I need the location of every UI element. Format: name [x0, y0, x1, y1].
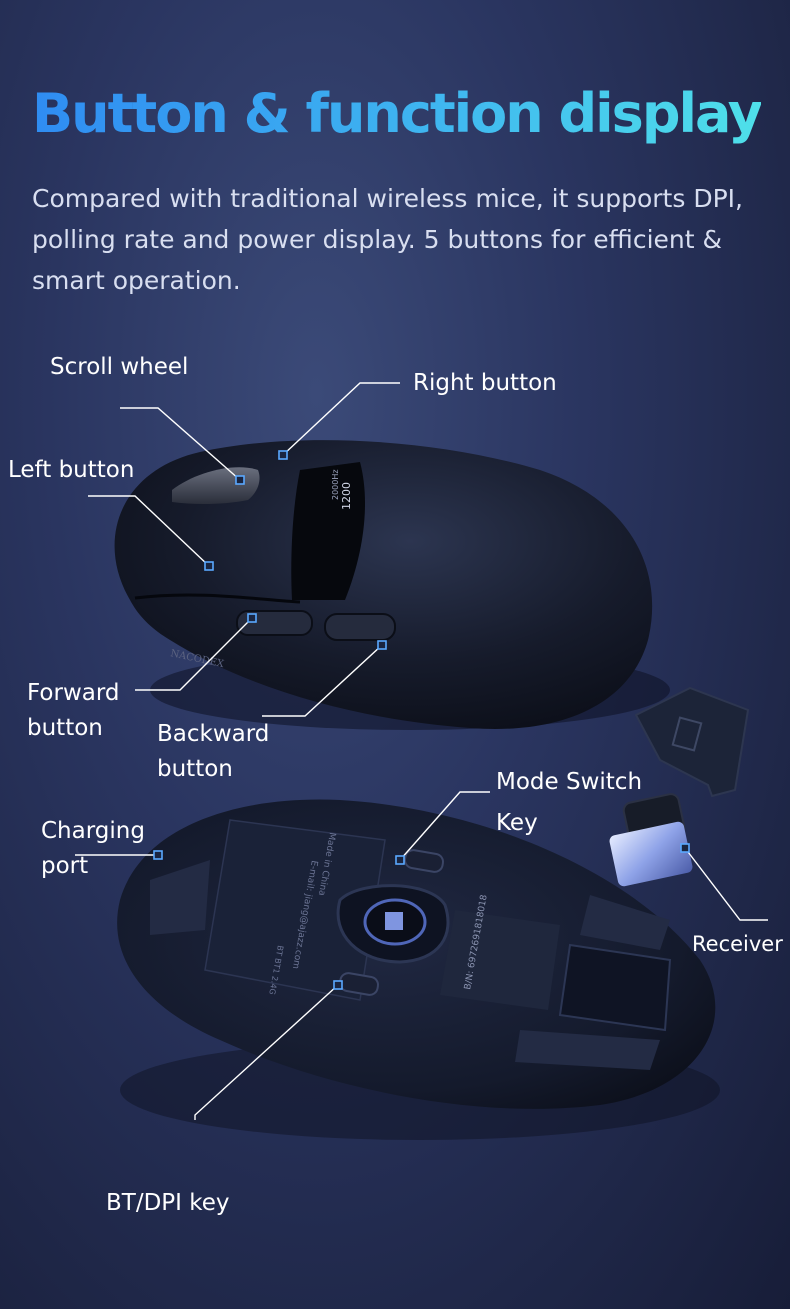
callout-line-btdpi	[194, 984, 339, 1120]
label-forward-button-2: button	[27, 715, 103, 741]
skate-back	[515, 1030, 660, 1070]
bottom-sticker	[204, 819, 386, 1001]
callout-line-mode	[399, 791, 490, 861]
marker-receiver	[680, 843, 690, 853]
callout-lines	[75, 382, 768, 1120]
marker-btdpi	[333, 980, 343, 990]
marker-right	[278, 450, 288, 460]
label-charging-port-2: port	[41, 853, 89, 879]
skate-right	[580, 895, 670, 950]
label-backward-button-1: Backward	[157, 721, 270, 747]
receiver-cover	[634, 686, 750, 798]
mouse-bottom-view: Made in China E-mail: jiang@ajazz.com BT…	[117, 799, 720, 1140]
label-right-button: Right button	[413, 370, 557, 396]
button-split-line	[134, 593, 301, 604]
mouse-top-body	[114, 440, 653, 729]
page-title: Button & function display	[32, 82, 763, 145]
callout-line-scroll	[120, 407, 241, 481]
callout-line-left	[88, 495, 210, 567]
callout-markers	[153, 450, 690, 990]
label-forward-button-1: Forward	[27, 680, 120, 706]
marker-scroll	[235, 475, 245, 485]
callout-line-forward	[135, 617, 253, 691]
label-backward-button-2: button	[157, 756, 233, 782]
marker-forward	[247, 613, 257, 623]
skate-front-left	[150, 860, 210, 935]
mouse-top-view: NACODEX 2000Hz 1200	[114, 440, 670, 730]
callout-line-backward	[262, 644, 383, 717]
receiver-dongle	[609, 793, 693, 887]
receiver-compartment	[558, 943, 672, 1032]
display-top-text: 2000Hz	[331, 469, 340, 500]
mode-switch-shape	[403, 849, 445, 873]
marker-backward	[377, 640, 387, 650]
backward-button-shape	[324, 613, 396, 641]
label-receiver: Receiver	[692, 932, 783, 956]
display-dpi: 1200	[340, 482, 353, 510]
label-mode-switch-2: Key	[496, 810, 538, 836]
label-left-button: Left button	[8, 457, 135, 483]
marker-left	[204, 561, 214, 571]
label-scroll-wheel: Scroll wheel	[50, 354, 189, 380]
label-mode-switch-1: Mode Switch	[496, 769, 643, 795]
serial-sticker	[440, 910, 560, 1010]
marker-charging	[153, 850, 163, 860]
label-bt-dpi-key: BT/DPI key	[106, 1190, 230, 1216]
display-strip	[291, 462, 365, 600]
label-charging-port-1: Charging	[41, 818, 145, 844]
callout-line-right	[282, 382, 400, 456]
callout-line-receiver	[684, 847, 768, 921]
page-subtitle: Compared with traditional wireless mice,…	[32, 184, 743, 295]
marker-mode	[395, 855, 405, 865]
